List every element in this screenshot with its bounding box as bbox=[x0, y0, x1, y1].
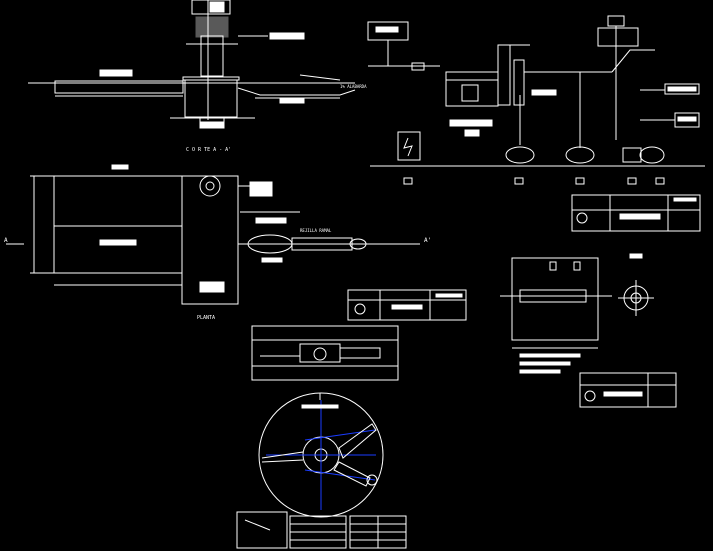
title-block-lower-right bbox=[579, 372, 677, 408]
assembly-detail bbox=[251, 325, 399, 381]
elevation-a-left: A bbox=[4, 237, 8, 244]
title-block-top-right bbox=[571, 194, 701, 232]
channel-note: REJILLA RAMAL bbox=[300, 228, 332, 233]
bottom-tables bbox=[236, 511, 407, 549]
plan-view bbox=[6, 164, 420, 305]
elevation-a-right: A' bbox=[424, 237, 431, 244]
slope-note: 1% ALABARDA bbox=[340, 84, 367, 89]
circular-tank-plan bbox=[258, 392, 384, 518]
section-a-a-view bbox=[28, 0, 356, 129]
mechanical-detail bbox=[500, 253, 654, 374]
plan-title: PLANTA bbox=[197, 315, 215, 321]
section-title: C O R TE A - A' bbox=[186, 147, 231, 153]
title-block-center bbox=[347, 289, 467, 321]
process-schematic bbox=[367, 15, 705, 185]
